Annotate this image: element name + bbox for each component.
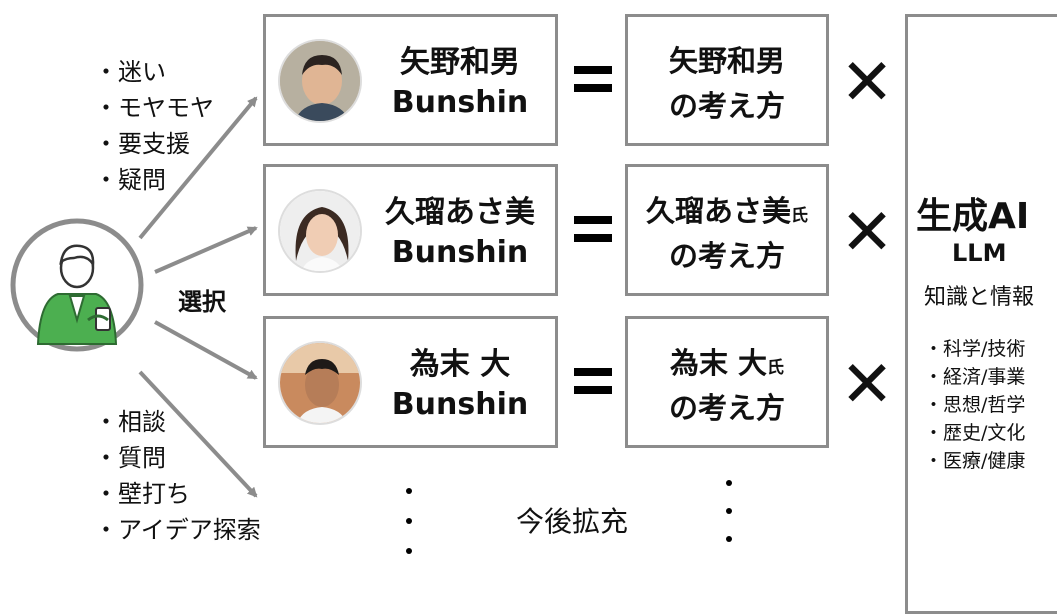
needs-list: ・迷い ・モヤモヤ ・要支援 ・疑問 [94, 54, 214, 198]
honorific: 氏 [767, 358, 785, 378]
bunshin-name: 為末 大 [409, 347, 511, 382]
arrow-to-future [138, 370, 258, 498]
thinking-label: の考え方 [668, 239, 785, 273]
arrows [138, 96, 258, 498]
avatar-yano [278, 39, 362, 123]
bunshin-tag: Bunshin [391, 85, 529, 120]
thinking-card-tamesue: 為末 大氏 の考え方 [625, 316, 829, 448]
equals-sign [574, 64, 612, 94]
uses-item: ・相談 [94, 408, 166, 436]
thinking-label: の考え方 [668, 89, 785, 123]
times-sign: ✕ [840, 46, 894, 120]
ai-domain-item: ・医療/健康 [924, 450, 1026, 472]
arrow-to-row3 [154, 320, 258, 380]
ai-domain-list: ・科学/技術 ・経済/事業 ・思想/哲学 ・歴史/文化 ・医療/健康 [924, 335, 1025, 475]
ellipsis-dot [406, 488, 412, 494]
bunshin-card-yano[interactable]: 矢野和男 Bunshin [263, 14, 558, 146]
equals-sign [574, 366, 612, 396]
arrow-to-row2 [154, 226, 258, 274]
user-icon [8, 216, 146, 354]
thinking-name: 為末 大 [669, 346, 768, 380]
ai-title: 生成AI [916, 196, 1030, 237]
uses-item: ・壁打ち [94, 480, 190, 508]
bunshin-tag: Bunshin [391, 387, 529, 422]
bunshin-tag: Bunshin [391, 235, 529, 270]
uses-item: ・アイデア探索 [94, 516, 261, 544]
bunshin-card-tamesue[interactable]: 為末 大 Bunshin [263, 316, 558, 448]
ai-domain-item: ・科学/技術 [924, 338, 1026, 360]
ai-domain-item: ・思想/哲学 [924, 394, 1026, 416]
generative-ai-box: 生成AI LLM 知識と情報 ・科学/技術 ・経済/事業 ・思想/哲学 ・歴史/… [905, 14, 1057, 614]
bunshin-name: 久瑠あさ美 [385, 195, 535, 230]
ai-llm-label: LLM [952, 239, 1007, 267]
needs-item: ・モヤモヤ [94, 94, 214, 122]
thinking-name: 矢野和男 [668, 44, 785, 78]
thinking-card-kuru: 久瑠あさ美氏 の考え方 [625, 164, 829, 296]
honorific: 氏 [791, 206, 808, 226]
future-label: 今後拡充 [516, 505, 629, 538]
ai-domain-item: ・歴史/文化 [924, 422, 1026, 444]
ai-domain-item: ・経済/事業 [924, 366, 1026, 388]
bunshin-card-kuru[interactable]: 久瑠あさ美 Bunshin [263, 164, 558, 296]
uses-list: ・相談 ・質問 ・壁打ち ・アイデア探索 [94, 404, 261, 548]
avatar-tamesue [278, 341, 362, 425]
times-sign: ✕ [840, 196, 894, 270]
thinking-name: 久瑠あさ美 [645, 194, 791, 228]
ai-subtitle: 知識と情報 [924, 285, 1035, 310]
avatar-kuru [278, 189, 362, 273]
needs-item: ・要支援 [94, 130, 190, 158]
times-sign: ✕ [840, 348, 894, 422]
needs-item: ・疑問 [94, 166, 166, 194]
bunshin-name: 矢野和男 [400, 45, 520, 80]
thinking-card-yano: 矢野和男 の考え方 [625, 14, 829, 146]
uses-item: ・質問 [94, 444, 166, 472]
arrow-to-row1 [138, 96, 258, 240]
ellipsis-dot [726, 536, 732, 542]
equals-sign [574, 214, 612, 244]
select-label: 選択 [178, 288, 226, 316]
ellipsis-dot [406, 548, 412, 554]
thinking-label: の考え方 [668, 391, 785, 425]
ellipsis-dot [726, 480, 732, 486]
ellipsis-dot [406, 518, 412, 524]
ellipsis-dot [726, 508, 732, 514]
needs-item: ・迷い [94, 58, 166, 86]
